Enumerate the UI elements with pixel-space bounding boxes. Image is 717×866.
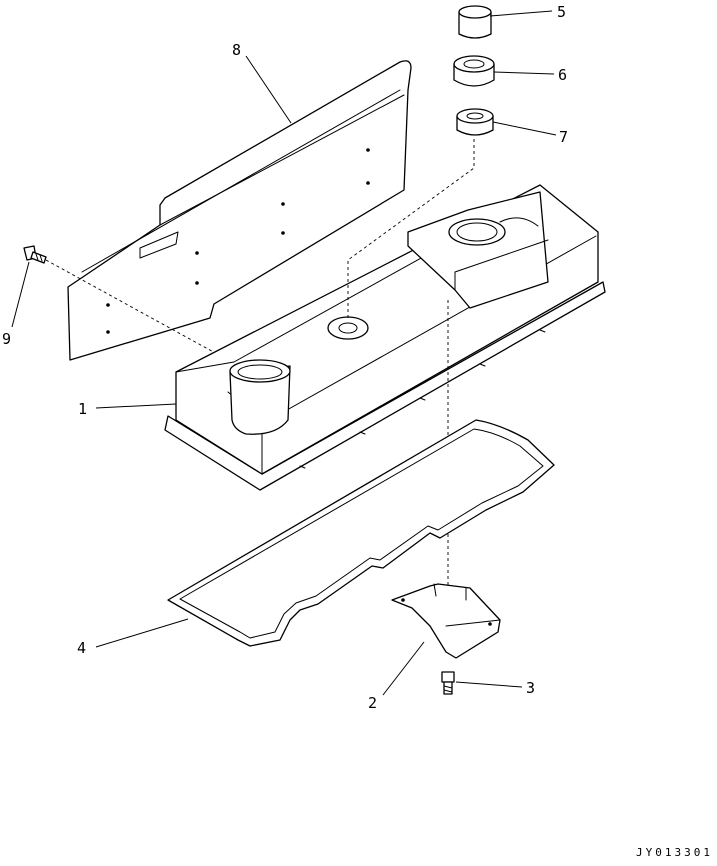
part-5-cap [458,5,492,39]
callout-6: 6 [558,66,567,84]
leader-2 [382,641,425,696]
leader-4 [95,618,189,648]
leader-6 [493,71,555,75]
part-3-screw [441,671,455,695]
callout-3: 3 [526,679,535,697]
part-9-bolt [23,245,47,264]
part-2-bracket [391,583,501,659]
part-9-dashed-guide [45,259,229,361]
part-6-grommet [453,55,495,87]
part-1-dashed-guide-up [347,136,475,318]
callout-labels: 1 2 3 4 5 6 7 8 9 [2,3,568,712]
leader-lines [11,10,557,696]
leader-3 [455,681,523,688]
callout-2: 2 [368,694,377,712]
part-4-gasket [167,419,555,647]
part-8-heat-shield [67,60,412,361]
callout-9: 9 [2,330,11,348]
drawing-number: JY013301 [636,846,713,859]
leader-1 [95,403,177,409]
callout-4: 4 [77,639,86,657]
callout-8: 8 [232,41,241,59]
part-1-head-cover [164,184,606,491]
callout-1: 1 [78,400,87,418]
leader-8 [245,55,292,124]
leader-7 [492,121,557,136]
callout-5: 5 [557,3,566,21]
leader-5 [489,10,553,17]
callout-7: 7 [559,128,568,146]
leader-9 [11,261,30,328]
part-7-washer [456,108,494,136]
